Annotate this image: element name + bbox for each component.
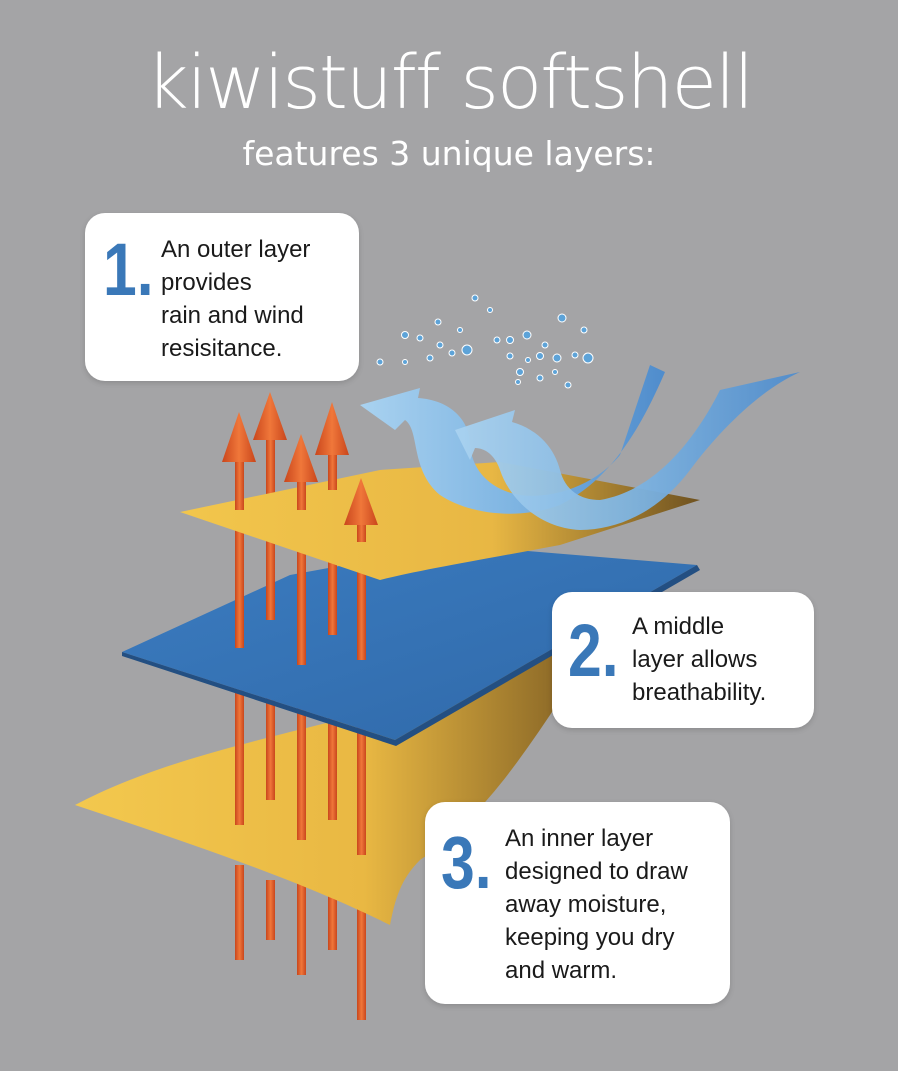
callout-outer-layer: 1. An outer layer provides rain and wind… xyxy=(85,213,359,381)
title: kiwistuff softshell xyxy=(145,40,754,126)
wind-arrow-icon xyxy=(360,365,800,530)
callout-number: 3. xyxy=(441,821,492,904)
callout-text: An inner layer designed to draw away moi… xyxy=(505,825,688,984)
heat-arrows-mid xyxy=(235,690,366,855)
callout-number: 1. xyxy=(103,228,154,311)
callout-middle-layer: 2. A middle layer allows breathability. xyxy=(552,592,814,728)
callout-text: A middle layer allows breathability. xyxy=(632,613,767,706)
callout-inner-layer: 3. An inner layer designed to draw away … xyxy=(425,802,730,1004)
heat-arrows-lower xyxy=(235,865,366,1020)
heat-arrow-icon xyxy=(222,392,378,542)
callout-number: 2. xyxy=(568,609,619,692)
middle-layer xyxy=(122,545,697,740)
subtitle: features 3 unique layers: xyxy=(242,134,656,173)
water-droplet-icon xyxy=(376,294,594,389)
callout-text: An outer layer provides rain and wind re… xyxy=(161,236,311,362)
